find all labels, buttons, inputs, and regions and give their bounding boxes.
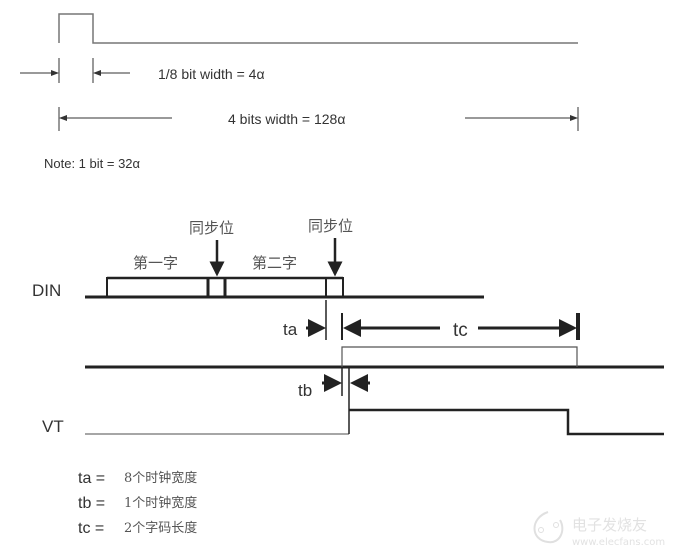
legend-key-tb: tb = xyxy=(78,495,105,512)
din-signal-label: DIN xyxy=(32,281,61,300)
watermark: 电子发烧友 www.elecfans.com xyxy=(533,511,665,548)
legend-key-tc: tc = xyxy=(78,520,104,537)
four-bit-width-label: 4 bits width = 128α xyxy=(228,111,345,127)
legend-value-ta: 8个时钟宽度 xyxy=(124,470,197,486)
four-bit-dimension xyxy=(58,107,579,131)
ta-label: ta xyxy=(283,320,298,339)
sync-bit-label-2: 同步位 xyxy=(308,217,353,235)
middle-waveform xyxy=(85,346,664,369)
pulse-width-label: 1/8 bit width = 4α xyxy=(158,66,265,82)
legend: ta = 8个时钟宽度 tb = 1个时钟宽度 tc = 2个字码长度 xyxy=(78,470,197,537)
tb-label: tb xyxy=(298,381,312,400)
watermark-url: www.elecfans.com xyxy=(572,537,665,548)
word-2-label: 第二字 xyxy=(252,254,297,272)
legend-key-ta: ta = xyxy=(78,470,105,487)
note-text: Note: 1 bit = 32α xyxy=(44,156,141,171)
vt-waveform xyxy=(85,368,664,436)
watermark-title: 电子发烧友 xyxy=(572,516,647,534)
legend-value-tc: 2个字码长度 xyxy=(124,520,197,536)
tc-label: tc xyxy=(453,320,468,341)
din-waveform xyxy=(85,276,484,299)
pulse-width-dimension xyxy=(20,58,130,83)
vt-signal-label: VT xyxy=(42,417,64,436)
word-1-label: 第一字 xyxy=(133,254,178,272)
pulse-waveform xyxy=(58,13,578,44)
watermark-logo-icon xyxy=(533,511,564,544)
sync-bit-label-1: 同步位 xyxy=(189,219,234,237)
legend-value-tb: 1个时钟宽度 xyxy=(124,495,197,511)
